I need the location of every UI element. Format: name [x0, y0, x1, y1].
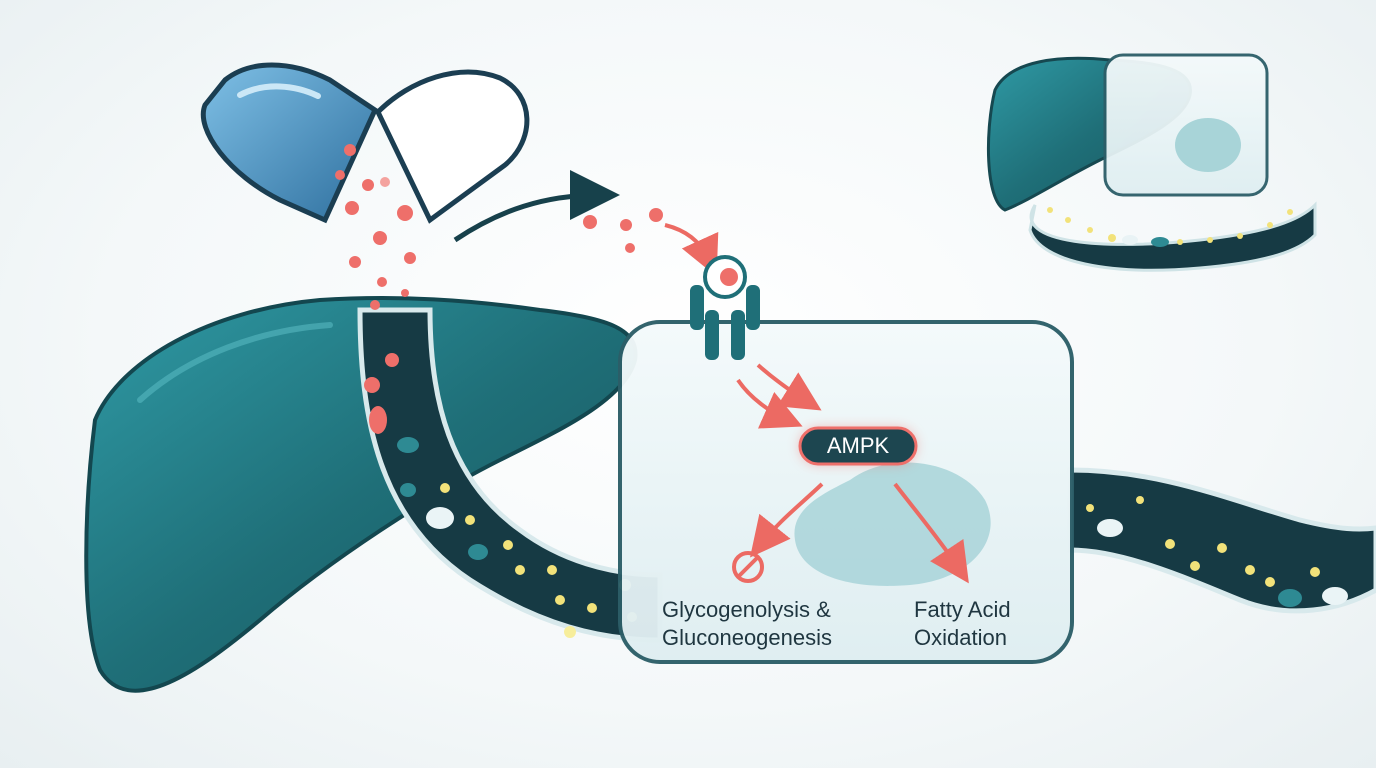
absorption-arrow: [453, 170, 620, 243]
inhibition-arrow: [750, 482, 824, 558]
capsule-icon: [200, 62, 530, 224]
small-cell-nucleus: [1175, 118, 1241, 172]
ampk-label: AMPK: [826, 433, 890, 458]
liver-icon: [84, 296, 638, 693]
binding-arrow: [664, 223, 719, 277]
glycogenolysis-label: Glycogenolysis &: [662, 597, 831, 622]
small-vessel-particles: [1047, 207, 1293, 247]
activation-arrow: [893, 482, 969, 584]
oxidation-label: Oxidation: [914, 625, 1007, 650]
drug-particles: [335, 144, 663, 310]
ampk-node: [798, 426, 918, 466]
signal-arrow-2: [756, 363, 822, 411]
small-blood-vessel-icon: [1028, 201, 1317, 272]
vessel-particles: [364, 353, 1348, 638]
fatty-acid-label: Fatty Acid: [914, 597, 1011, 622]
hepatocyte-icon: [986, 53, 1317, 272]
signal-arrow-1: [736, 378, 803, 429]
inhibition-icon: [732, 551, 764, 583]
receptor-icon: [690, 255, 760, 360]
gluconeogenesis-label: Gluconeogenesis: [662, 625, 833, 650]
